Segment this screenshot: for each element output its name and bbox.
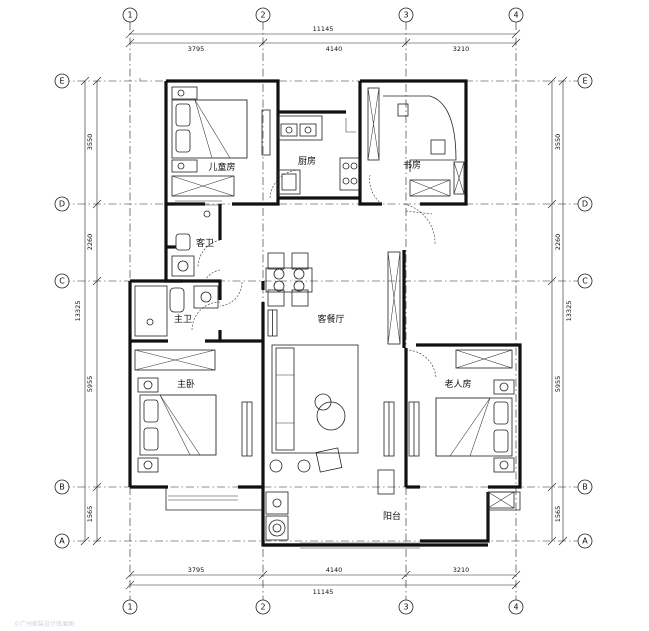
svg-text:4: 4 [513,603,518,612]
dim-top-total: 11145 [313,25,334,33]
living-dining-furniture [265,203,436,495]
dim-right-1: 3550 [554,134,562,151]
axis-bubble-B-left: B [54,479,70,495]
dimension-lines [80,29,568,590]
svg-text:E: E [59,77,64,86]
room-labels: 儿童房 厨房 书房 客卫 主卫 客餐厅 主卧 老人房 阳台 [174,155,472,522]
dim-left-2: 2260 [86,234,94,251]
axis-bubble-2-bottom: 2 [255,599,271,615]
dim-right-2: 2260 [554,234,562,251]
axis-bubble-D-right: D [577,196,593,212]
svg-text:2: 2 [260,603,265,612]
room-label-guest-bath: 客卫 [196,237,214,249]
dim-right-total: 13325 [565,301,573,322]
axis-bubble-2-top: 2 [255,7,271,23]
axis-bubble-4-bottom: 4 [508,599,524,615]
svg-text:A: A [582,537,588,546]
guest-bath-fixtures [171,210,221,282]
axis-bubble-D-left: D [54,196,70,212]
axis-bubble-B-right: B [577,479,593,495]
svg-text:E: E [582,77,587,86]
svg-text:C: C [59,277,65,286]
svg-text:B: B [59,483,65,492]
axis-bubble-E-left: E [54,73,70,89]
room-label-master-bath: 主卫 [174,313,192,325]
master-bedroom-furniture [134,349,253,473]
svg-text:D: D [582,200,588,209]
kitchen-furniture [269,115,361,199]
study-furniture [367,87,465,205]
room-label-balcony: 阳台 [383,510,401,522]
room-label-kitchen: 厨房 [298,155,316,167]
svg-text:1: 1 [127,11,132,20]
dim-bottom-1: 3795 [188,566,205,574]
watermark: ©广州家装设计效果图 [14,620,74,628]
svg-text:D: D [59,200,65,209]
svg-text:2: 2 [260,11,265,20]
walls [128,79,522,547]
master-bath-fixtures [134,281,243,337]
room-label-study: 书房 [403,159,421,171]
dim-bottom-total: 11145 [313,588,334,596]
axis-bubble-1-bottom: 1 [122,599,138,615]
axis-bubble-3-bottom: 3 [398,599,414,615]
svg-text:1: 1 [127,603,132,612]
windows [139,78,420,549]
svg-text:3: 3 [403,11,408,20]
dim-left-3: 5955 [86,376,94,393]
axis-bubbles: 1 2 3 4 1 2 3 4 E D C B A E D C B A [54,7,593,615]
axis-bubble-4-top: 4 [508,7,524,23]
dim-top-1: 3795 [188,45,205,53]
dim-right-3: 5955 [554,376,562,393]
room-label-elder: 老人房 [444,378,471,390]
axis-bubble-A-right: A [577,533,593,549]
axis-bubble-A-left: A [54,533,70,549]
room-label-master-bedroom: 主卧 [177,378,195,390]
axis-bubble-E-right: E [577,73,593,89]
axis-bubble-C-left: C [54,273,70,289]
svg-text:A: A [59,537,65,546]
dim-left-1: 3550 [86,134,94,151]
svg-text:B: B [582,483,588,492]
axis-bubble-3-top: 3 [398,7,414,23]
elder-room-furniture [405,349,515,509]
dim-right-4: 1565 [554,506,562,523]
children-room-furniture [171,86,271,197]
dim-top-2: 4140 [326,45,343,53]
room-label-children: 儿童房 [208,161,235,173]
dimension-texts: 11145 3795 4140 3210 3795 4140 3210 1114… [74,25,573,596]
dim-left-total: 13325 [74,301,82,322]
svg-text:C: C [582,277,588,286]
dim-bottom-3: 3210 [453,566,470,574]
room-label-living-dining: 客餐厅 [317,313,344,325]
dim-bottom-2: 4140 [326,566,343,574]
axis-bubble-1-top: 1 [122,7,138,23]
svg-text:4: 4 [513,11,518,20]
balcony-fixtures [265,491,289,541]
dim-left-4: 1565 [86,506,94,523]
axis-bubble-C-right: C [577,273,593,289]
svg-text:3: 3 [403,603,408,612]
dim-top-3: 3210 [453,45,470,53]
